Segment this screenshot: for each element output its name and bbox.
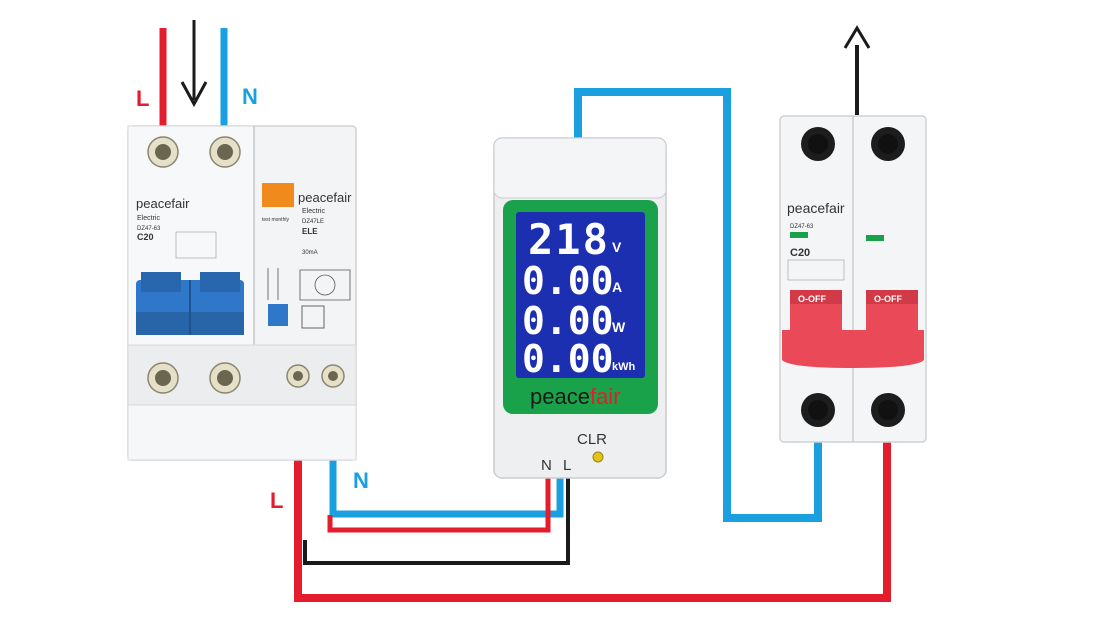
meter-terminal-l: L bbox=[563, 457, 571, 474]
mcb-switch-left-label: O-OFF bbox=[798, 294, 826, 304]
mcb-bottom-terminals bbox=[801, 393, 905, 427]
meter-terminal-n: N bbox=[541, 457, 552, 474]
energy-meter: 218 V 0.00 A 0.00 W 0.00 kWh peacefair C… bbox=[493, 137, 667, 479]
label-input-live: L bbox=[136, 86, 149, 111]
meter-brand-suffix: fair bbox=[590, 384, 621, 409]
rcd-breaker: peacefair Electric DZ47-63 C20 peacefair… bbox=[127, 125, 357, 461]
meter-power-value: 0.00 bbox=[522, 299, 614, 343]
mcb-indicator-right bbox=[866, 235, 884, 241]
wire-meter-live-black bbox=[303, 478, 570, 565]
meter-clr-label: CLR bbox=[577, 431, 607, 448]
mcb-top-terminals bbox=[801, 127, 905, 161]
mcb-breaker: peacefair DZ47-63 C20 O-OFF O-OFF bbox=[779, 115, 927, 443]
rcd-blue-handles bbox=[136, 272, 244, 335]
rcd-ele: ELE bbox=[302, 227, 318, 236]
down-arrow-icon bbox=[180, 20, 208, 108]
rcd-bottom-terminals bbox=[147, 362, 345, 394]
wire-meter-live-red bbox=[327, 478, 551, 533]
meter-energy-value: 0.00 bbox=[522, 337, 614, 381]
rcd-test-text: test monthly bbox=[262, 217, 289, 223]
rcd-top-terminals bbox=[147, 136, 241, 168]
mcb-indicator-left bbox=[790, 232, 808, 238]
meter-voltage-unit: V bbox=[612, 239, 622, 255]
mcb-red-handles[interactable] bbox=[782, 290, 924, 368]
wire-meter-neutral-to-mcb bbox=[574, 88, 822, 522]
rcd-model-right: DZ47LE bbox=[302, 219, 324, 225]
meter-power-unit: W bbox=[612, 319, 626, 335]
rcd-test-button[interactable] bbox=[268, 304, 288, 326]
rcd-ma: 30mA bbox=[302, 250, 318, 256]
mcb-rating: C20 bbox=[790, 247, 810, 259]
mcb-switch-right-label: O-OFF bbox=[874, 294, 902, 304]
rcd-orange-flag bbox=[262, 183, 294, 207]
rcd-brand-right: peacefair bbox=[298, 190, 352, 205]
rcd-model-left: DZ47-63 bbox=[137, 226, 161, 232]
rcd-sub-left: Electric bbox=[137, 215, 160, 222]
label-input-neutral: N bbox=[242, 84, 258, 109]
meter-current-value: 0.00 bbox=[522, 259, 614, 303]
up-arrow-icon bbox=[843, 25, 871, 49]
meter-brand: peacefair bbox=[530, 384, 621, 409]
rcd-rating-left: C20 bbox=[137, 232, 154, 242]
rcd-schematic bbox=[267, 268, 351, 301]
meter-brand-prefix: peace bbox=[530, 384, 590, 409]
mcb-model: DZ47-63 bbox=[790, 224, 814, 230]
label-bottom-live: L bbox=[270, 488, 283, 513]
mcb-brand: peacefair bbox=[787, 200, 845, 216]
label-bottom-neutral: N bbox=[353, 468, 369, 493]
meter-current-unit: A bbox=[612, 279, 622, 295]
meter-display bbox=[516, 212, 645, 378]
wire-rcd-live-to-mcb bbox=[294, 375, 891, 602]
rcd-brand-left: peacefair bbox=[136, 196, 190, 211]
rcd-sub-right: Electric bbox=[302, 208, 325, 215]
meter-voltage-value: 218 bbox=[528, 215, 610, 264]
meter-energy-unit: kWh bbox=[612, 361, 636, 373]
meter-clr-button[interactable] bbox=[592, 451, 604, 463]
